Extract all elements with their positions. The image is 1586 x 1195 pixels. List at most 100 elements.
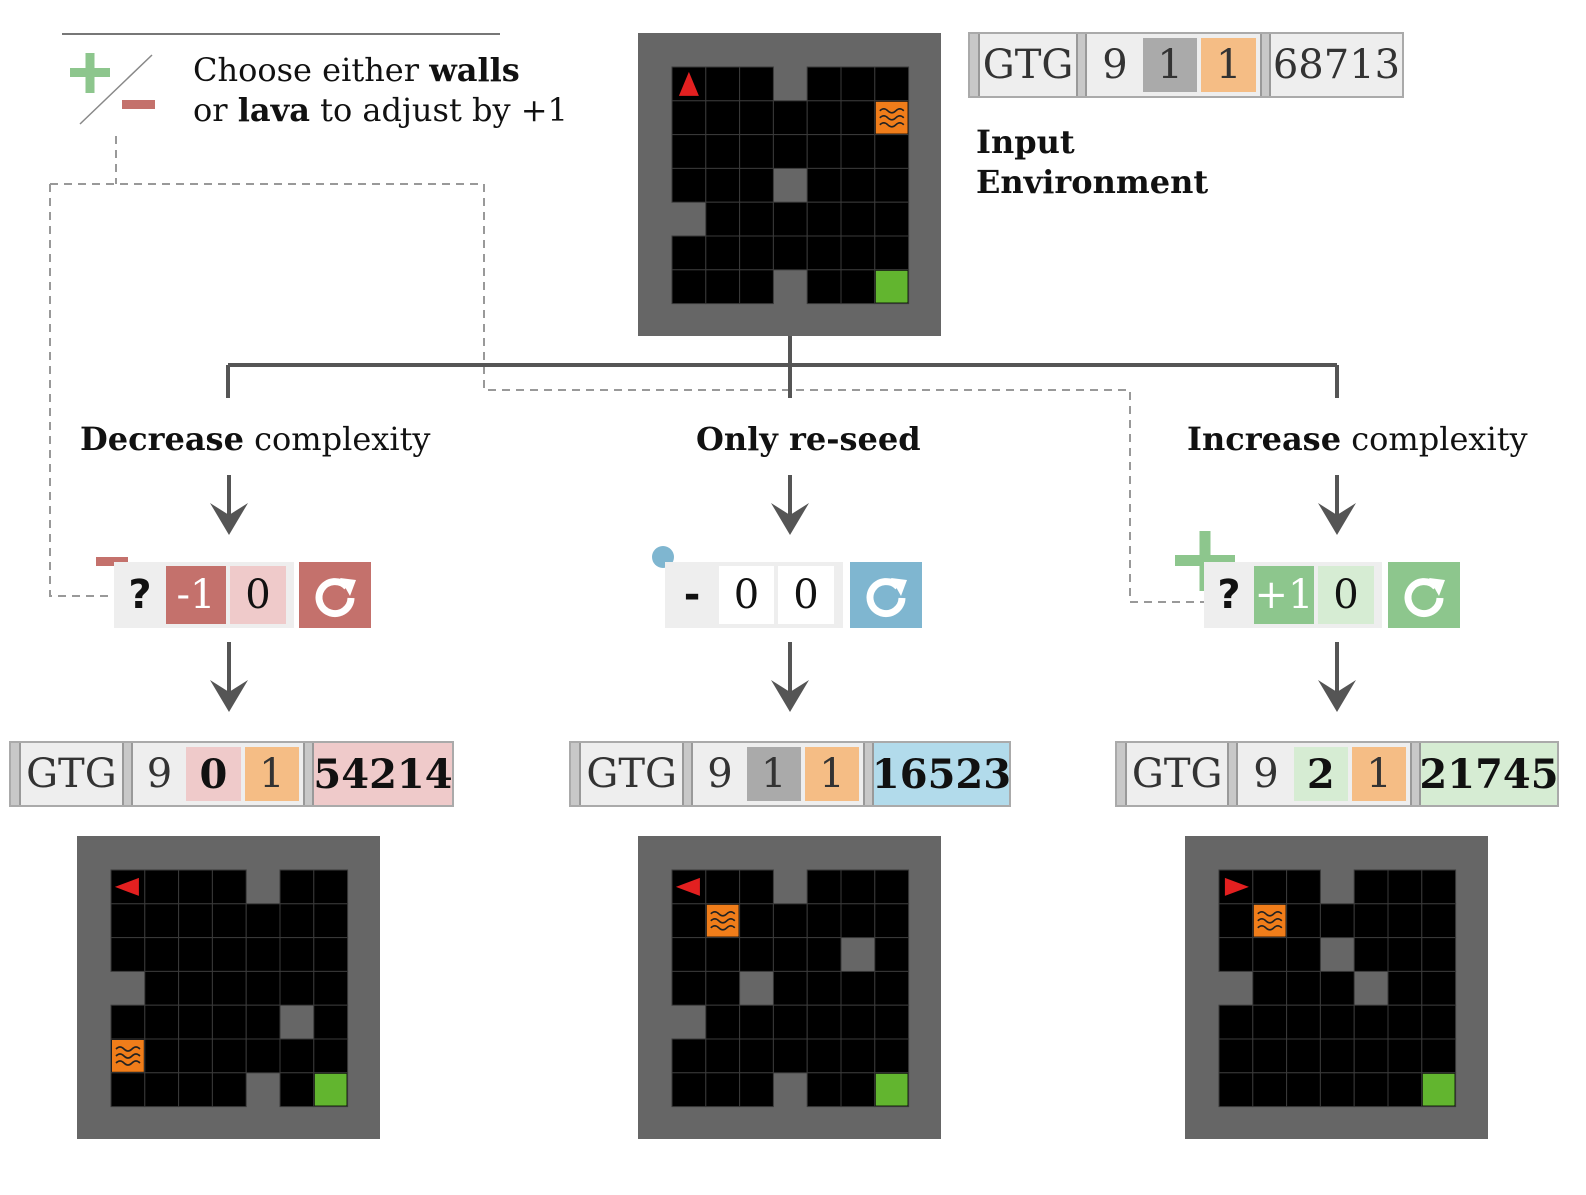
lava-tile <box>706 904 739 937</box>
reseed-environment-grid <box>638 836 941 1139</box>
floor-tile <box>806 269 842 305</box>
bar-separator <box>1260 34 1271 96</box>
reseed-icon <box>850 562 922 628</box>
legend-line2-suffix: to adjust by +1 <box>309 91 568 129</box>
reseed-title-bold: Only re-seed <box>696 420 921 458</box>
agent-triangle-icon <box>114 877 139 896</box>
floor-tile <box>671 100 707 136</box>
input-title-line2: Environment <box>976 163 1209 201</box>
floor-tile <box>1286 903 1321 939</box>
floor-tile <box>178 903 213 939</box>
floor-tile <box>840 1038 876 1074</box>
decrease-reseed-icon <box>299 562 371 628</box>
floor-tile <box>1286 937 1321 972</box>
floor-tile <box>279 1072 315 1108</box>
lava-count-cell: 1 <box>244 747 300 801</box>
floor-tile <box>1252 1038 1288 1074</box>
floor-tile <box>211 970 247 1006</box>
floor-tile <box>705 100 741 136</box>
floor-tile <box>671 1072 707 1108</box>
decrease-branch-title: Decrease complexity <box>80 419 431 459</box>
lava-delta-cell: 0 <box>1318 566 1374 624</box>
floor-tile <box>313 903 349 939</box>
floor-tile <box>840 235 876 271</box>
input-environment-grid <box>638 33 941 336</box>
floor-tile <box>840 100 876 136</box>
bar-separator <box>121 743 133 805</box>
floor-tile <box>840 134 876 169</box>
reseed-result-bar: GTG 9 1 1 16523 <box>569 741 1011 807</box>
bar-edge <box>571 743 581 805</box>
floor-tile <box>110 1004 146 1040</box>
plus-minus-legend-icon <box>70 53 155 125</box>
floor-tile <box>178 970 213 1006</box>
lava-delta-cell: 0 <box>230 566 286 624</box>
lava-count-cell: 1 <box>804 747 860 801</box>
walls-delta-cell: 0 <box>719 566 774 624</box>
decrease-environment-grid <box>77 836 380 1139</box>
floor-tile <box>245 1038 281 1074</box>
floor-tile <box>840 903 876 939</box>
floor-tile <box>806 1072 842 1108</box>
floor-tile <box>840 1072 876 1108</box>
floor-tile <box>144 1004 180 1040</box>
floor-tile <box>1252 970 1288 1006</box>
walls-delta-cell: -1 <box>166 566 226 624</box>
floor-tile <box>671 235 707 271</box>
floor-tile <box>1218 1072 1254 1108</box>
env-type-cell: GTG <box>982 42 1074 88</box>
floor-tile <box>806 66 842 102</box>
seed-cell: 54214 <box>313 743 453 805</box>
floor-tile <box>739 903 774 939</box>
floor-tile <box>1353 1004 1389 1040</box>
reseed-operation-box: - 0 0 <box>665 562 843 628</box>
bar-edge <box>11 743 21 805</box>
floor-tile <box>840 970 876 1006</box>
floor-tile <box>874 970 910 1006</box>
floor-tile <box>1218 903 1254 939</box>
floor-tile <box>1353 937 1389 972</box>
floor-tile <box>1319 1004 1355 1040</box>
floor-tile <box>1353 869 1389 905</box>
increase-plus-icon <box>1175 531 1235 591</box>
down-arrow <box>1318 642 1356 712</box>
increase-title-bold: Increase <box>1187 420 1342 458</box>
floor-tile <box>840 1004 876 1040</box>
floor-tile <box>806 970 842 1006</box>
goal-tile <box>314 1073 347 1106</box>
floor-tile <box>1387 1004 1423 1040</box>
floor-tile <box>874 134 910 169</box>
floor-tile <box>1387 903 1423 939</box>
floor-tile <box>705 167 741 203</box>
floor-tile <box>772 1004 808 1040</box>
floor-tile <box>1387 1038 1423 1074</box>
floor-tile <box>874 869 910 905</box>
floor-tile <box>1387 937 1423 972</box>
floor-tile <box>739 937 774 972</box>
floor-tile <box>1286 1004 1321 1040</box>
floor-tile <box>840 269 876 305</box>
input-environment-title: Input Environment <box>976 122 1208 202</box>
floor-tile <box>1218 937 1254 972</box>
floor-tile <box>279 903 315 939</box>
floor-tile <box>739 134 774 169</box>
floor-tile <box>313 869 349 905</box>
floor-tile <box>211 1072 247 1108</box>
floor-tile <box>178 869 213 905</box>
floor-tile <box>772 235 808 271</box>
floor-tile <box>806 100 842 136</box>
floor-tile <box>1421 1004 1457 1040</box>
increase-reseed-icon <box>1388 562 1460 628</box>
lava-count-cell: 1 <box>1351 747 1407 801</box>
bar-edge <box>970 34 980 96</box>
floor-tile <box>1421 970 1457 1006</box>
target-choice-cell: - <box>683 572 701 618</box>
floor-tile <box>739 167 774 203</box>
down-arrow <box>210 475 248 535</box>
floor-tile <box>705 235 741 271</box>
floor-tile <box>806 134 842 169</box>
goal-tile <box>875 270 908 303</box>
floor-tile <box>671 167 707 203</box>
floor-tile <box>1286 970 1321 1006</box>
floor-tile <box>739 201 774 237</box>
